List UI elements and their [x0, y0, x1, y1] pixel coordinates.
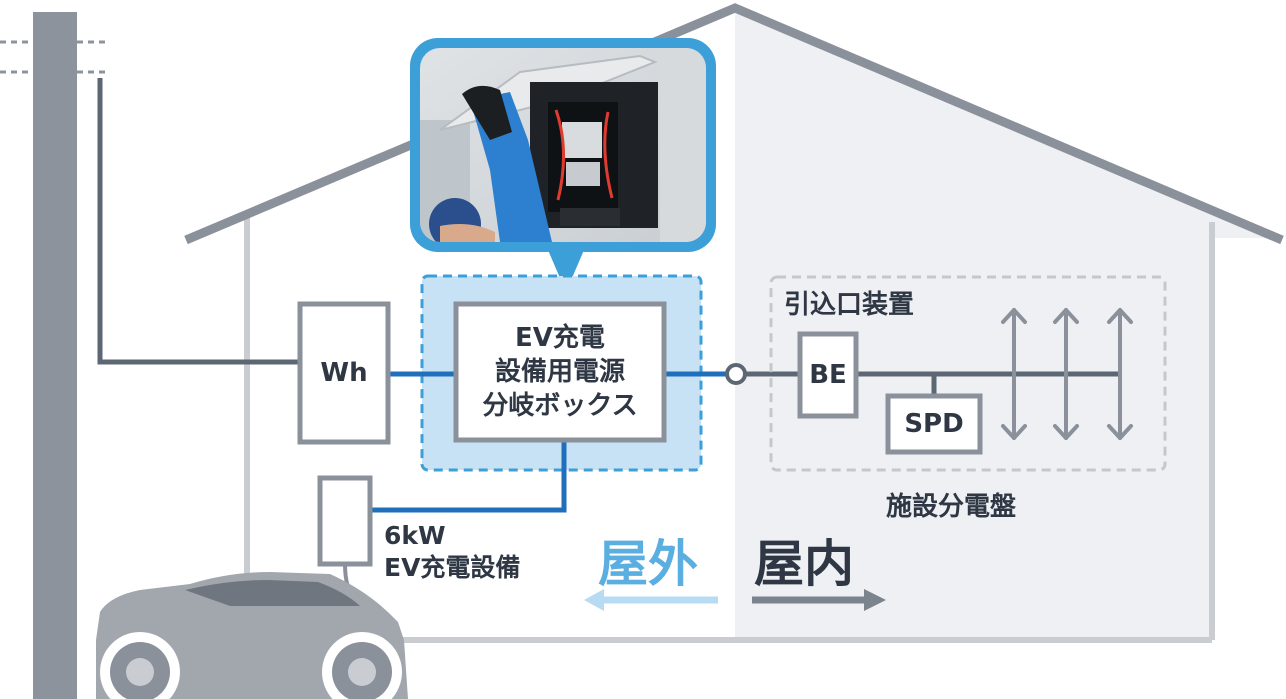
panel-area — [769, 275, 1167, 472]
spd-box — [885, 393, 983, 455]
ev-charger-unit — [317, 475, 373, 567]
indoor-label: 屋内 — [754, 535, 854, 593]
service-entrance-label: 引込口装置 — [784, 290, 915, 320]
wh-meter-label: Wh — [320, 358, 368, 388]
outdoor-arrow — [584, 589, 718, 611]
ev-branch-box-label: EV充電 設備用電源 分岐ボックス — [456, 304, 664, 440]
utility-pole — [33, 12, 77, 699]
technician-photo — [420, 48, 706, 242]
ev-branch-box — [453, 301, 667, 443]
wire-evbox-to-charger — [372, 441, 567, 513]
service-drop-wire — [97, 78, 300, 365]
spd-label: SPD — [904, 409, 964, 439]
panel-label: 施設分電盤 — [886, 492, 1017, 522]
electric-car — [96, 572, 408, 699]
branch-circuit-arrows — [1001, 308, 1133, 440]
ev-box-line-1: EV充電 — [515, 323, 605, 353]
outdoor-label: 屋外 — [598, 535, 698, 593]
house-indoor-area — [735, 8, 1282, 640]
be-box — [797, 331, 859, 419]
photo-pointer — [548, 250, 584, 292]
charger-label-line-2: EV充電設備 — [384, 553, 521, 582]
charger-label: 6kW EV充電設備 — [384, 520, 520, 584]
pole-crossarms — [0, 40, 108, 74]
wh-meter-box — [297, 301, 391, 445]
connection-terminal — [725, 363, 747, 385]
be-label: BE — [809, 360, 847, 390]
ev-box-line-2: 設備用電源 — [494, 357, 625, 387]
charger-label-line-1: 6kW — [384, 521, 446, 550]
house-roof — [184, 3, 1284, 245]
ev-box-line-3: 分岐ボックス — [482, 391, 638, 421]
indoor-arrow — [752, 589, 886, 611]
